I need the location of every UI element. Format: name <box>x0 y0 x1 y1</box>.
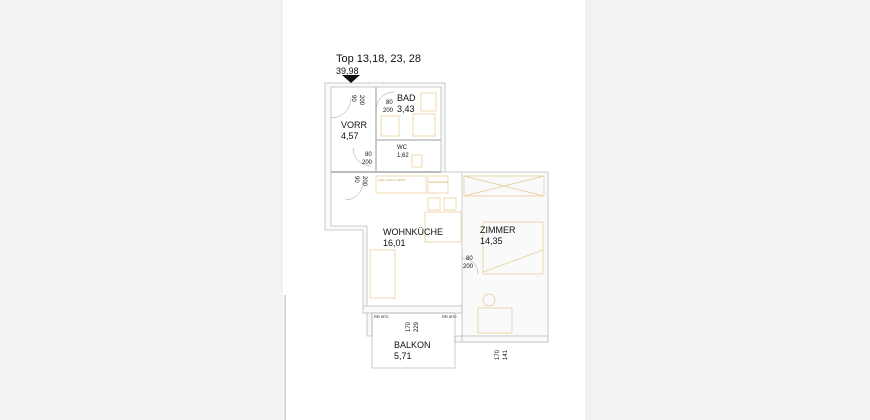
rr-label-right: RR Ø70 <box>442 314 457 319</box>
room-area-wc: 1,62 <box>397 153 409 159</box>
door-height-wc: 200 <box>362 160 373 166</box>
room-name-wohnkueche: WOHNKÜCHE <box>383 227 443 237</box>
room-name-wc: WC <box>397 145 408 151</box>
door-width-wc: 80 <box>365 152 372 158</box>
svg-text:200: 200 <box>358 95 364 106</box>
svg-text:200: 200 <box>361 176 367 187</box>
room-area-zimmer: 14,35 <box>480 236 503 246</box>
balcony-outline <box>371 312 456 369</box>
entrance-arrow-icon <box>342 75 360 83</box>
svg-text:90: 90 <box>350 95 356 102</box>
room-name-balkon: BALKON <box>394 340 431 350</box>
door-swings <box>330 91 479 275</box>
svg-text:229: 229 <box>414 321 420 332</box>
dishwasher-note: Geschirrspüler <box>429 180 449 184</box>
room-area-bad: 3,43 <box>397 104 415 114</box>
svg-text:170: 170 <box>495 349 501 360</box>
room-area-vorr: 4,57 <box>341 131 359 141</box>
svg-text:141: 141 <box>503 349 509 360</box>
svg-text:90: 90 <box>353 176 359 183</box>
total-area: 39,98 <box>336 66 359 76</box>
rr-label-left: RR Ø70 <box>374 314 389 319</box>
room-name-vorr: VORR <box>341 120 368 130</box>
unit-title: Top 13,18, 23, 28 <box>336 53 421 65</box>
room-name-zimmer: ZIMMER <box>480 225 516 235</box>
door-width-bad: 80 <box>386 100 393 106</box>
scrollbar[interactable] <box>284 295 286 420</box>
room-area-balkon: 5,71 <box>394 351 412 361</box>
door-width-zimmer: 80 <box>466 256 473 262</box>
door-height-zimmer: 200 <box>463 264 474 270</box>
svg-text:170: 170 <box>406 321 412 332</box>
room-area-wohnkueche: 16,01 <box>383 238 406 248</box>
fridge-note: Kühl schrank 140/60 <box>378 178 406 182</box>
furniture <box>369 92 545 334</box>
room-name-bad: BAD <box>397 93 416 103</box>
door-height-bad: 200 <box>383 108 394 114</box>
walls <box>324 82 549 343</box>
